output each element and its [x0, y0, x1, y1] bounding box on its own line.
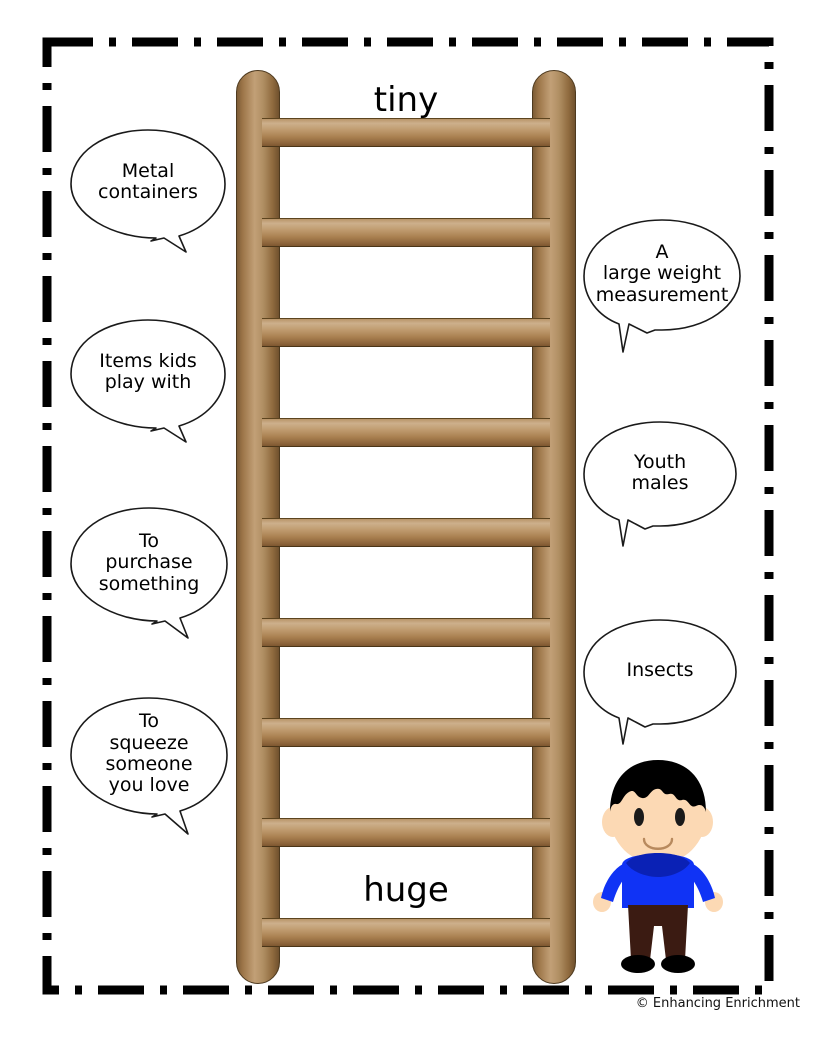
speech-bubble-metal-containers[interactable]: Metal containers [68, 126, 228, 256]
eye-right [675, 808, 685, 826]
speech-bubble-large-weight[interactable]: A large weight measurement [581, 216, 743, 356]
speech-bubble-insects[interactable]: Insects [581, 616, 739, 746]
ladder-rung-2[interactable] [262, 218, 550, 247]
speech-bubble-to-squeeze[interactable]: To squeeze someone you love [68, 694, 230, 838]
speech-bubble-items-kids-play[interactable]: Items kids play with [68, 316, 228, 446]
copyright-footer: © Enhancing Enrichment [635, 996, 800, 1011]
sleeve-right [690, 864, 715, 902]
ladder-top-label: tiny [373, 80, 439, 120]
ladder-rung-4[interactable] [262, 418, 550, 447]
pants [628, 905, 688, 960]
shoe-right [661, 955, 695, 973]
ladder-rung-7[interactable] [262, 718, 550, 747]
ladder-rung-1[interactable] [262, 118, 550, 147]
collar [626, 853, 690, 877]
ladder-rung-9[interactable] [262, 918, 550, 947]
ladder-rung-5[interactable] [262, 518, 550, 547]
speech-bubble-to-purchase[interactable]: To purchase something [68, 504, 230, 642]
boy-character [592, 750, 744, 982]
shoe-left [621, 955, 655, 973]
speech-bubble-youth-males[interactable]: Youth males [581, 418, 739, 548]
ladder-bottom-label: huge [363, 870, 449, 910]
ladder-rung-6[interactable] [262, 618, 550, 647]
ladder-rung-8[interactable] [262, 818, 550, 847]
eye-left [634, 808, 644, 826]
hair [610, 760, 706, 812]
ladder: tiny huge [236, 70, 576, 984]
ladder-rung-3[interactable] [262, 318, 550, 347]
mouth [642, 837, 674, 850]
sleeve-left [601, 864, 626, 902]
